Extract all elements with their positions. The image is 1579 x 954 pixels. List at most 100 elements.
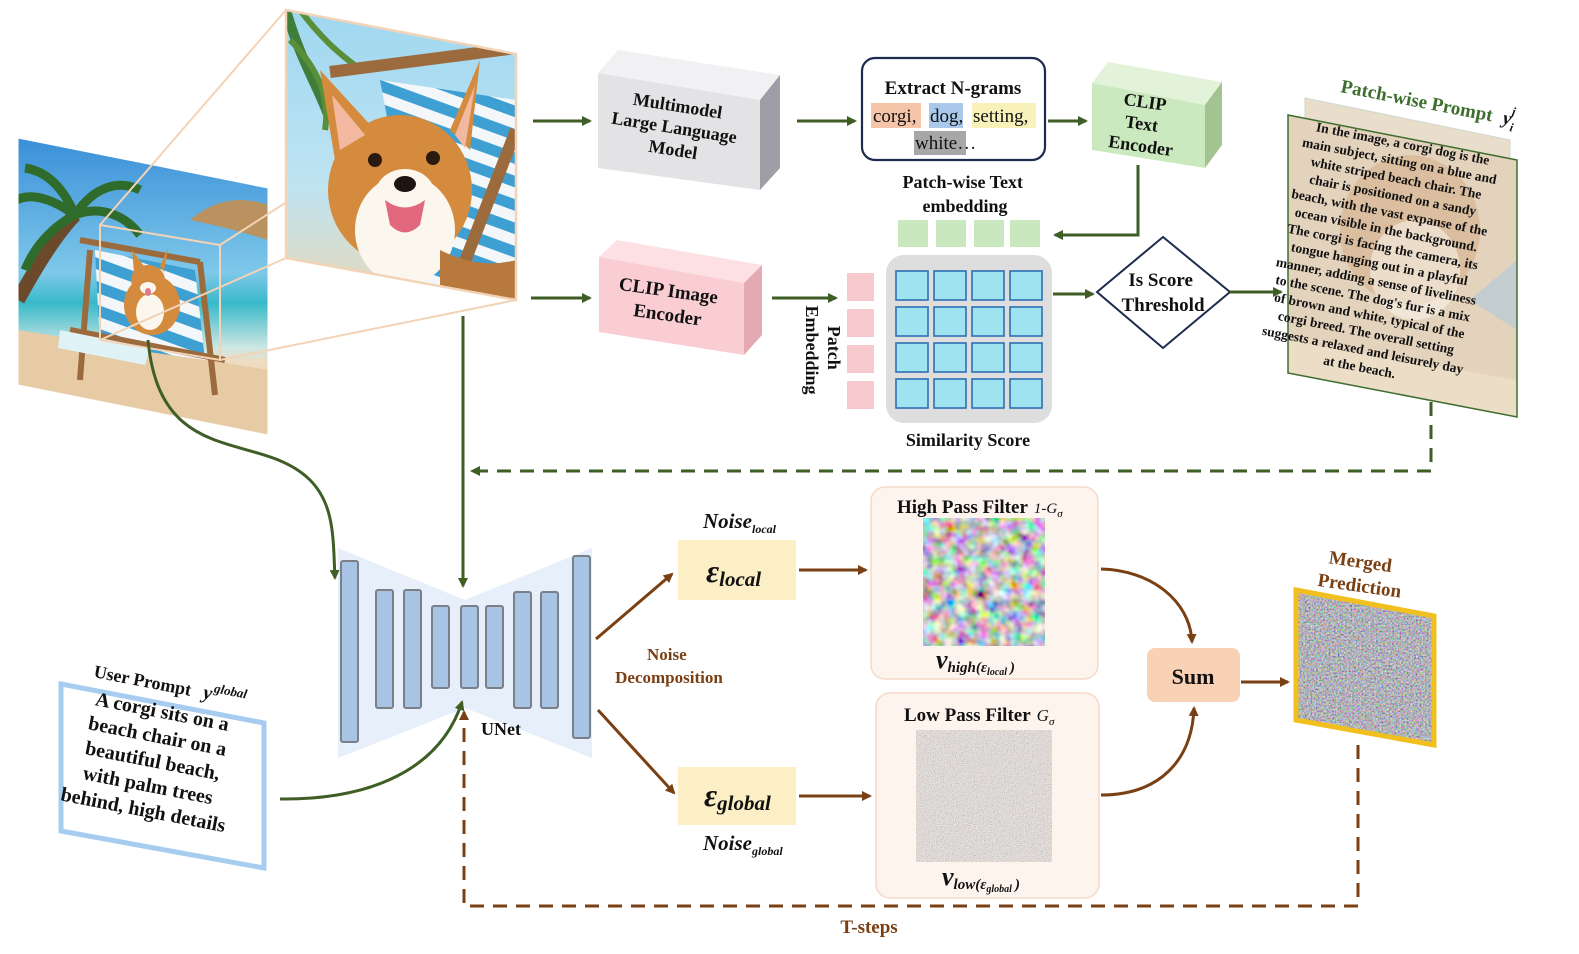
ngram-corgi: corgi [873,106,912,127]
noise-local-label: Noise [702,509,752,533]
svg-text:corgi, dog, settin: corgi, dog, setting, white… [873,106,1033,154]
similarity-cell [895,270,929,301]
svg-text:vhigh(εlocal): vhigh(εlocal) [936,645,1015,678]
svg-text:εglobal: εglobal [704,777,771,815]
svg-text:Patch Embedding: Patch Embedding [802,305,844,394]
low-pass-filter: Low Pass Filter Gσ vlow(εglobal) [875,692,1100,899]
beach-photo [17,137,269,436]
green-arrows [146,116,1283,801]
llm-box: Multimodel Large Language Model [598,50,780,190]
high-pass-title: High Pass Filter [897,497,1028,518]
clip-image-encoder: CLIP Image Encoder [599,240,762,355]
decomposition-label-2: Decomposition [615,668,723,687]
svg-text:Noiseglobal: Noiseglobal [702,831,783,858]
tsteps-label: T-steps [840,917,897,938]
similarity-cell [933,342,967,373]
patch-prompt: Patch-wise Prompt yij In the image, a co… [1261,76,1518,418]
decision-label-2: Threshold [1121,295,1205,316]
eps-local-sub: local [719,567,761,591]
svg-text:vlow(εglobal): vlow(εglobal) [942,862,1020,895]
ngram-white-highlight [914,131,966,155]
patch-prompt-sub: i [1509,120,1516,135]
closeup-photo [284,8,518,302]
svg-text:Patch-wise Text embeddin: Patch-wise Text embedding [903,172,1028,216]
low-pass-formula: G [1037,706,1049,725]
high-pass-formula-sub: σ [1057,508,1063,520]
brown-arrows [595,565,1290,801]
sum-label: Sum [1172,664,1215,689]
low-pass-formula-sub: σ [1049,716,1055,728]
threshold-decision: Is Score Threshold [1095,235,1232,350]
similarity-cell [971,270,1005,301]
patch-embedding-cell [847,273,874,301]
similarity-cell [895,306,929,337]
text-embedding-cell [974,220,1004,247]
similarity-cell [971,306,1005,337]
similarity-cell [933,270,967,301]
eps-global-symbol: ε [704,777,717,813]
similarity-label: Similarity Score [906,430,1030,450]
brown-dashed-tsteps [459,710,1360,908]
ngram-setting: setting [973,106,1024,127]
clip-text-label-2: Text [1124,111,1160,135]
similarity-cell [895,342,929,373]
patch-embedding: Patch Embedding [802,273,874,409]
clip-text-encoder: CLIP Text Encoder [1092,62,1222,168]
noise-global-sub: global [751,844,783,858]
eps-local-symbol: ε [706,553,719,589]
unet-layer [375,589,394,709]
patch-embedding-label-1: Patch [824,326,844,370]
eps-local: Noiselocal εlocal [678,509,796,600]
unet: UNet [338,548,592,758]
ngram-setting-highlight [972,103,1036,128]
unet-label: UNet [481,719,521,739]
text-embedding-cell [936,220,966,247]
unet-layer [485,605,504,689]
patch-embedding-cell [847,381,874,409]
unet-layer [340,560,359,743]
eps-global: εglobal Noiseglobal [678,767,796,858]
text-embedding-cell [1010,220,1040,247]
unet-layer [572,555,591,739]
similarity-cell [895,378,929,409]
merged-prediction: Merged Prediction [1293,547,1437,748]
similarity-cell [971,342,1005,373]
low-pass-noise-image [916,730,1052,862]
noise-global-label: Noise [702,831,752,855]
unet-layer [540,591,559,709]
ngrams-box: Extract N-grams corgi, dog, setting, whi… [860,56,1047,162]
svg-text:Noise Decomposition: Noise Decomposition [615,645,723,687]
patch-prompt-sup: j [1509,104,1518,119]
unet-layer [460,605,479,689]
ngrams-title: Extract N-grams [885,78,1022,99]
v-high-sub: high(ε [948,660,988,676]
ngram-dog: dog [930,106,959,127]
similarity-cell [1009,306,1043,337]
user-prompt-symbol: y [199,681,214,705]
v-low-sub: low(ε [954,877,988,893]
sum-box: Sum [1147,648,1240,702]
patch-embedding-cell [847,309,874,337]
decision-label-1: Is Score [1128,270,1193,291]
similarity-cell [1009,342,1043,373]
noise-local-sub: local [752,522,777,536]
decomposition-label-1: Noise [647,645,687,664]
ngram-corgi-highlight [871,103,921,128]
ngram-dog-highlight [929,103,963,128]
high-pass-noise-image [923,518,1045,646]
text-embedding-label-1: Patch-wise Text [903,172,1024,192]
similarity-cell [933,378,967,409]
similarity-grid [886,255,1052,423]
v-low-symbol: v [942,862,954,891]
patch-embedding-label-2: Embedding [802,305,822,394]
patch-embedding-cell [847,345,874,373]
low-pass-title: Low Pass Filter [904,705,1031,726]
similarity-cell [971,378,1005,409]
svg-text:Noiselocal: Noiselocal [702,509,777,536]
similarity-cell [1009,270,1043,301]
merged-noise-image [1296,590,1434,745]
